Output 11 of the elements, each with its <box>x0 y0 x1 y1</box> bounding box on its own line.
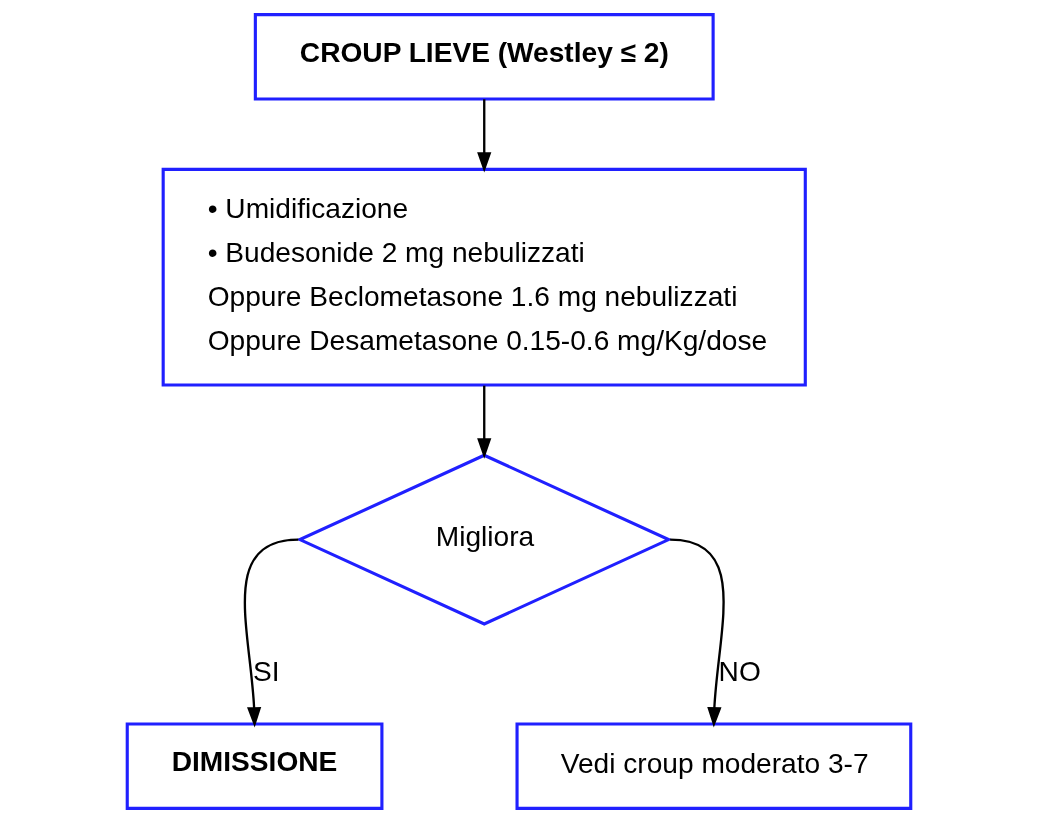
node-diamond: Migliora <box>296 453 673 626</box>
node-box: Vedi croup moderato 3-7 <box>515 722 913 810</box>
edge-label: SI <box>253 655 280 687</box>
edge-label: NO <box>718 655 761 687</box>
node-box: CROUP LIEVE (Westley ≤ 2) <box>253 13 715 101</box>
arrow <box>243 538 299 728</box>
arrow <box>670 538 725 728</box>
node-box: DIMISSIONE <box>125 722 384 810</box>
arrow <box>477 99 492 173</box>
node-box: • Umidificazione • Budesonide 2 mg nebulizzati Oppure Beclometasone 1.6 mg nebulizzati Oppure Desametasone 0.15-0.6 mg/Kg/dose <box>161 167 807 387</box>
arrow <box>477 385 492 459</box>
